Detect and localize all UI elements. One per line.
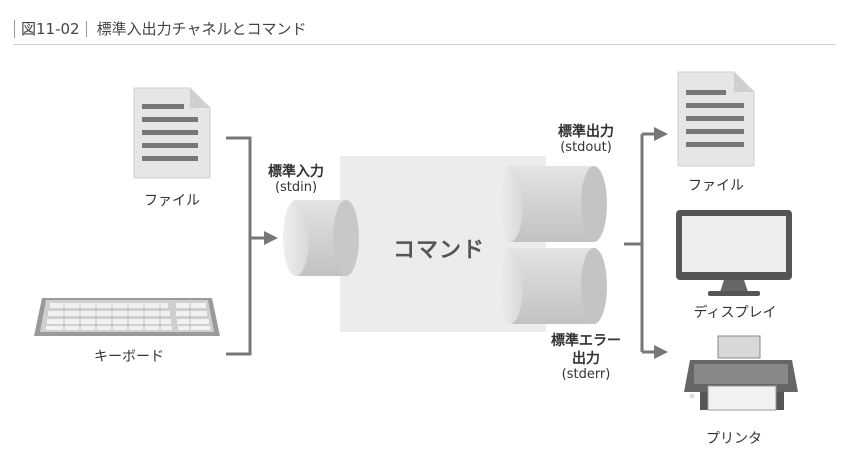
stdin-code: (stdin): [274, 180, 318, 195]
stderr-arrow-head: [654, 345, 668, 359]
figure-number: 図11-02: [14, 20, 80, 38]
file-icon-output: [677, 71, 755, 167]
printer-label: プリンタ: [706, 431, 762, 447]
stdin-label: 標準入力: [268, 164, 324, 180]
stderr-label-line1: 標準エラー: [551, 333, 621, 349]
stdout-cylinder: [497, 166, 607, 242]
file-icon-input: [133, 87, 211, 179]
stdout-code: (stdout): [560, 140, 612, 155]
output-file-label: ファイル: [688, 178, 744, 194]
stdin-cylinder: [283, 200, 359, 276]
figure-title: 標準入出力チャネルとコマンド: [96, 20, 307, 38]
command-label: コマンド: [392, 238, 485, 263]
caption-rule: [14, 44, 836, 45]
display-icon: [676, 210, 792, 296]
stderr-label-line2: 出力: [572, 351, 600, 367]
figure-caption: 図11-02 標準入出力チャネルとコマンド: [14, 18, 306, 39]
output-bracket: [624, 132, 656, 354]
display-label: ディスプレイ: [693, 305, 777, 321]
stderr-code: (stderr): [561, 367, 611, 382]
stdout-arrow-head: [654, 127, 668, 141]
input-bracket: [226, 136, 266, 356]
input-file-label: ファイル: [144, 193, 200, 209]
stdin-arrow-head: [264, 231, 278, 245]
stderr-cylinder: [497, 248, 607, 324]
keyboard-icon: [34, 298, 220, 336]
caption-separator: [85, 21, 87, 37]
stdout-label: 標準出力: [558, 124, 614, 140]
printer-icon: [684, 335, 798, 411]
keyboard-label: キーボード: [94, 349, 164, 365]
